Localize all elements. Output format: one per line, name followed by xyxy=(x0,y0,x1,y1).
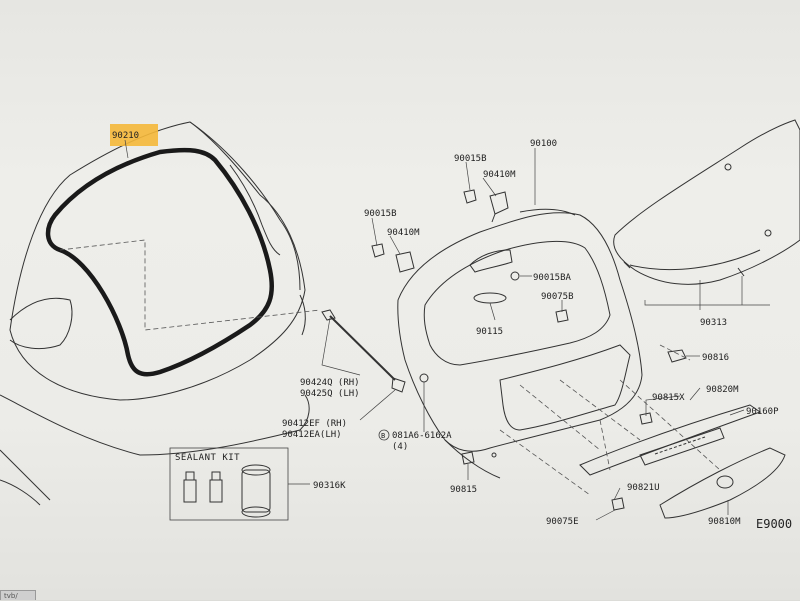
hinge-upper xyxy=(489,191,509,223)
sealant-cartridge-small-1 xyxy=(183,471,197,503)
washer-nozzle xyxy=(667,349,687,363)
vehicle-body-outline xyxy=(0,121,310,506)
label-hinge-left: 90410M xyxy=(387,228,420,238)
label-handle: 90115 xyxy=(476,327,503,337)
sealant-tube xyxy=(241,464,271,518)
label-bumper-lower: 90075E xyxy=(546,517,579,527)
label-finisher-clip: 90815X xyxy=(652,393,685,403)
label-bolt-qty: (4) xyxy=(392,442,408,452)
label-bumper-rubber: 90075B xyxy=(541,292,574,302)
label-hinge-upper: 90410M xyxy=(483,170,516,180)
back-door-glass xyxy=(613,119,800,285)
garnish-strip xyxy=(579,404,762,476)
label-seal: 90210 xyxy=(112,131,139,141)
weatherstrip-seal xyxy=(45,147,275,377)
label-bracket-rh: 90412EF (RH) xyxy=(282,419,347,429)
bumper-rubber xyxy=(555,309,569,323)
corner-tab[interactable]: tvb/ xyxy=(0,590,36,600)
assembly-lines xyxy=(499,344,721,496)
bumper-lower-part xyxy=(611,497,625,511)
switch-hole xyxy=(491,452,497,458)
label-clip-right: 90015BA xyxy=(533,273,572,283)
clip-left xyxy=(371,243,385,258)
label-back-door: 90100 xyxy=(530,139,557,149)
part-labels: 90210 90100 90015B 90410M 90015B 90410M … xyxy=(112,131,792,531)
label-glass: 90313 xyxy=(700,318,727,328)
label-garnish: 90820M xyxy=(706,385,739,395)
label-stay-lh: 90425Q (LH) xyxy=(300,389,360,399)
bolt-symbol: B xyxy=(381,432,385,440)
label-stay-rh: 90424Q (RH) xyxy=(300,378,360,388)
label-diagram-code: E9000 xyxy=(756,517,792,531)
bolt-label-group: B 081A6-6162A (4) xyxy=(378,429,452,452)
label-switch: 90815 xyxy=(450,485,477,495)
sealant-cartridge-small-2 xyxy=(209,471,223,503)
clip-right xyxy=(510,271,520,281)
clip-upper xyxy=(463,189,477,204)
switch-part xyxy=(461,451,475,465)
hinge-left xyxy=(395,251,415,273)
sealant-kit-title: SEALANT KIT xyxy=(175,453,240,463)
label-clip-left: 90015B xyxy=(364,209,397,219)
sealant-kit-box: SEALANT KIT xyxy=(169,447,289,521)
label-emblem: 90810M xyxy=(708,517,741,527)
label-garnish-lower: 90821U xyxy=(627,483,660,493)
label-bolt: 081A6-6162A xyxy=(392,431,452,441)
label-emblem-backing: 90160P xyxy=(746,407,779,417)
leader-lines xyxy=(124,139,770,521)
seal-label-highlight xyxy=(110,124,158,146)
gas-stay xyxy=(321,309,429,393)
back-door-outline xyxy=(397,208,643,479)
label-clip-upper: 90015B xyxy=(454,154,487,164)
finisher-clip xyxy=(639,412,653,425)
label-bracket-lh: 90412EA(LH) xyxy=(282,430,342,440)
seal-dashed-line xyxy=(59,239,321,331)
label-washer-nozzle: 90816 xyxy=(702,353,729,363)
label-sealant-kit-number: 90316K xyxy=(313,481,346,491)
emblem-garnish xyxy=(659,447,786,519)
